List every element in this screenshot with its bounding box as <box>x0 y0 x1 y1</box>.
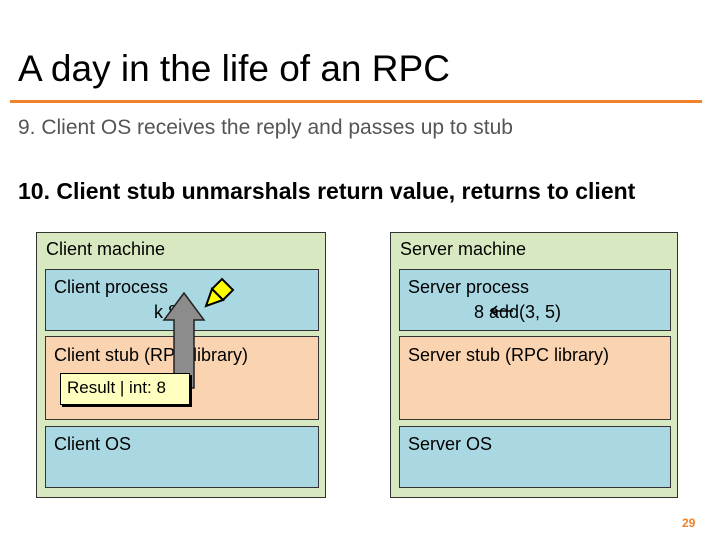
server-os-label: Server OS <box>408 434 493 454</box>
server-process-label: Server process <box>408 277 530 297</box>
server-os: Server OS <box>399 426 671 488</box>
client-machine-label: Client machine <box>46 239 166 259</box>
server-machine: Server machine Server process 8 add(3, 5… <box>390 232 678 498</box>
highlight-arrow-icon <box>204 277 235 308</box>
step-9-text: 9. Client OS receives the reply and pass… <box>18 116 513 139</box>
client-os: Client OS <box>45 426 319 488</box>
client-stub-label: Client stub (RPC library) <box>54 345 249 365</box>
client-process-label: Client process <box>54 277 169 297</box>
server-machine-label: Server machine <box>400 239 527 259</box>
result-message-text: Result | int: 8 <box>67 378 166 397</box>
client-os-label: Client OS <box>54 434 132 454</box>
result-message: Result | int: 8 <box>60 373 190 405</box>
slide-title: A day in the life of an RPC <box>18 48 450 89</box>
server-assign-arrow-icon <box>489 305 513 317</box>
server-stub: Server stub (RPC library) <box>399 336 671 420</box>
server-stub-label: Server stub (RPC library) <box>408 345 610 365</box>
step-10-text: 10. Client stub unmarshals return value,… <box>18 178 636 204</box>
title-divider <box>10 100 702 103</box>
server-process: Server process 8 add(3, 5) <box>399 269 671 331</box>
page-number: 29 <box>682 516 696 530</box>
